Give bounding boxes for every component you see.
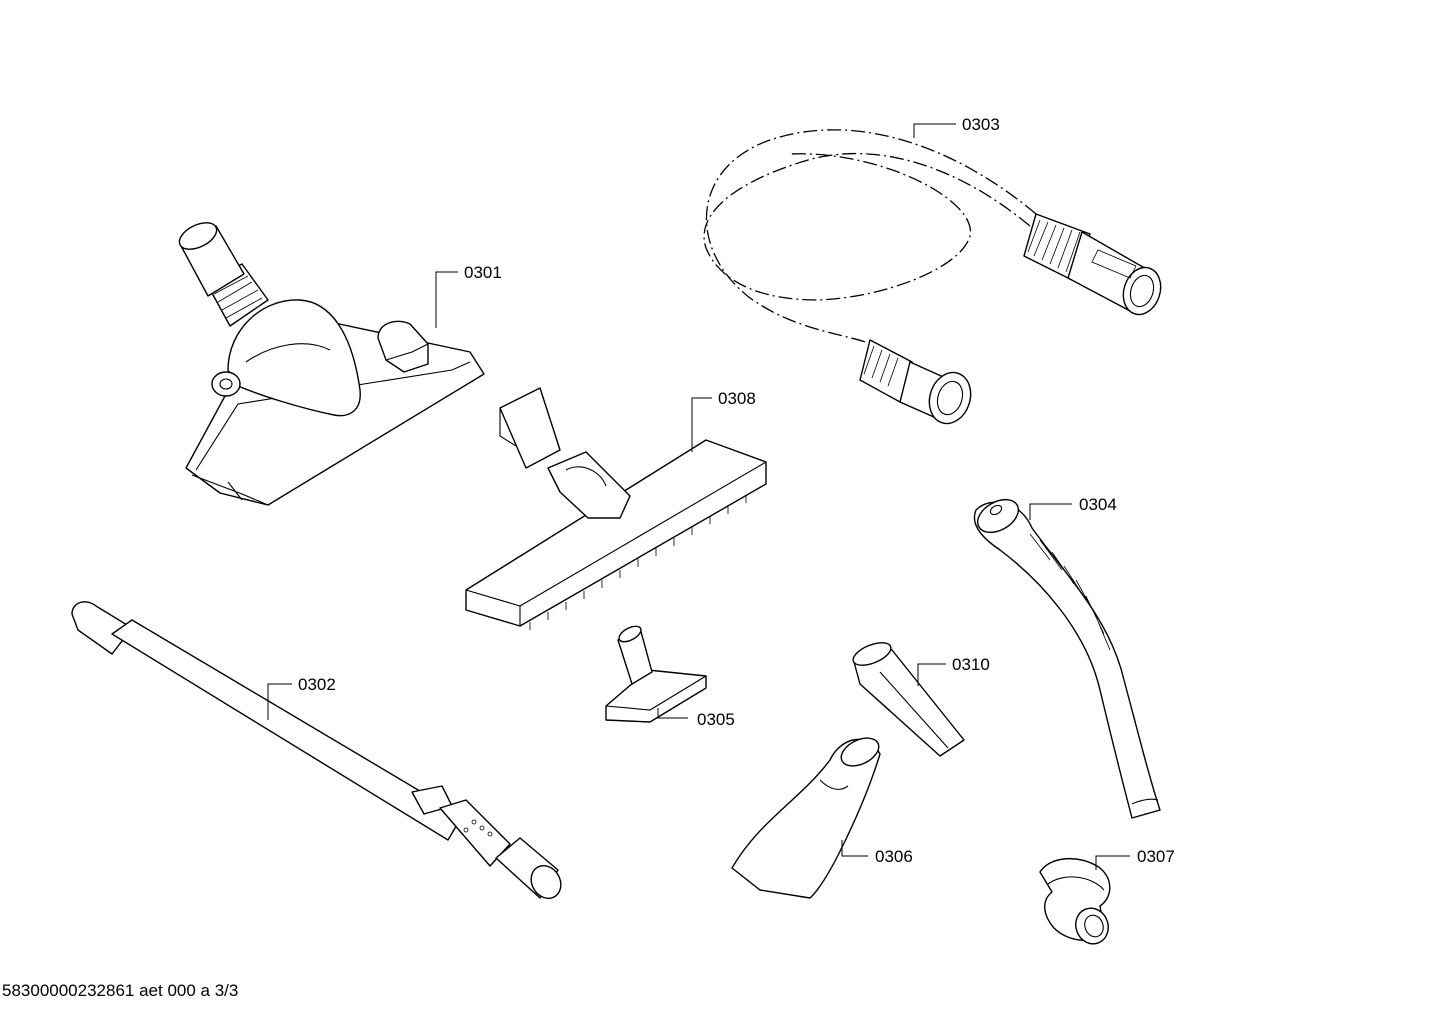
part-label-0310: 0310 [952,655,990,674]
tube-clip-0307 [1039,857,1111,945]
upholstery-nozzle-0305 [605,625,707,723]
wide-nozzle-0306 [731,737,881,899]
crevice-tool-0310 [852,642,965,757]
handle-0304 [973,498,1161,819]
part-label-0303: 0303 [962,115,1000,134]
document-footer: 58300000232861 aet 000 a 3/3 [2,981,239,1000]
part-label-0307: 0307 [1137,847,1175,866]
floor-nozzle-0301 [178,222,485,506]
suction-hose-0303 [703,129,1162,425]
leader-lines [267,123,1130,870]
part-label-0302: 0302 [298,675,336,694]
part-label-0306: 0306 [875,847,913,866]
parquet-nozzle-0308 [465,387,767,630]
part-label-0304: 0304 [1079,495,1117,514]
part-label-0305: 0305 [697,710,735,729]
telescopic-tube-0302 [71,601,562,900]
part-label-0301: 0301 [464,263,502,282]
part-label-0308: 0308 [718,389,756,408]
